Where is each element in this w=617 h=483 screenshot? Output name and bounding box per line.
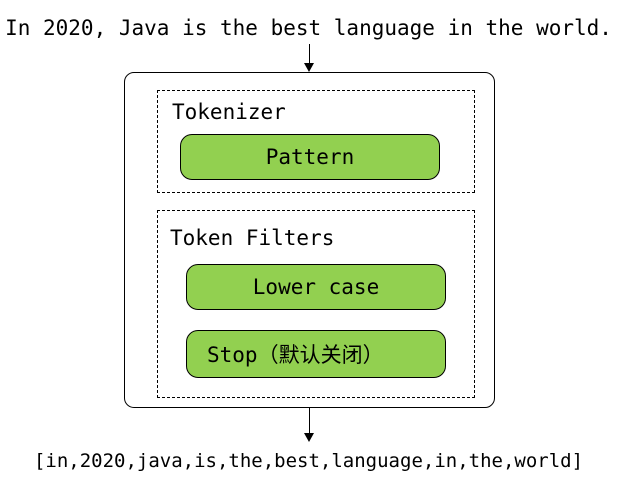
tokenizer-section: Tokenizer Pattern: [157, 90, 475, 193]
output-arrow-head: [304, 433, 314, 442]
tokenizer-pattern-pill: Pattern: [180, 134, 440, 180]
stop-filter-pill: Stop（默认关闭）: [186, 330, 446, 378]
analyzer-container: Tokenizer Pattern Token Filters Lower ca…: [124, 72, 495, 408]
input-sentence: In 2020, Java is the best language in th…: [5, 16, 612, 40]
input-arrow-head: [304, 63, 314, 72]
output-arrow-line: [309, 408, 310, 434]
tokenizer-label: Tokenizer: [172, 100, 286, 124]
lower-case-pill: Lower case: [186, 264, 446, 310]
output-tokens: [in,2020,java,is,the,best,language,in,th…: [33, 450, 584, 472]
token-filters-section: Token Filters Lower case Stop（默认关闭）: [157, 210, 475, 398]
token-filters-label: Token Filters: [170, 226, 335, 250]
input-arrow-line: [309, 44, 310, 64]
